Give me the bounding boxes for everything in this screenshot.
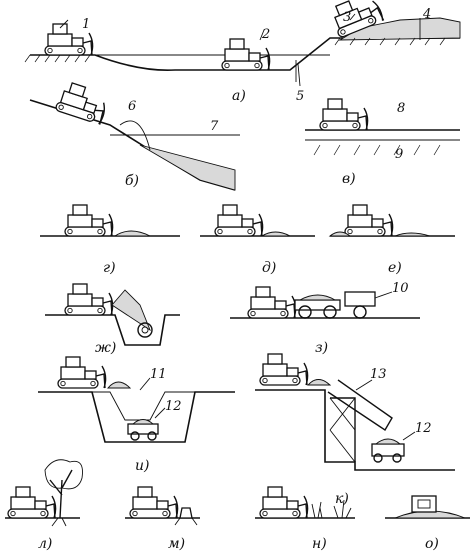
bulldozer-2 — [221, 38, 271, 71]
bulldozer-v — [319, 98, 369, 131]
caption-n: н) — [312, 536, 327, 552]
label-6: 6 — [128, 99, 136, 114]
caption-d: д) — [262, 260, 276, 276]
caption-i: и) — [135, 458, 149, 474]
caption-e: е) — [388, 260, 402, 276]
panel-g: г) — [40, 204, 180, 276]
panel-z: 10 з) — [230, 281, 420, 356]
panel-b: 6 7 б) — [29, 79, 240, 191]
caption-k: к) — [335, 491, 349, 507]
caption-a: а) — [232, 88, 246, 104]
label-13: 13 — [370, 367, 387, 382]
caption-zh: ж) — [95, 340, 116, 356]
panel-m: м) — [125, 486, 200, 552]
panel-v: 8 9 в) — [305, 98, 460, 187]
panel-zh: ж) — [45, 283, 180, 356]
panel-a: 1 2 3 4 5 а) — [24, 0, 461, 104]
label-2: 2 — [261, 27, 270, 42]
label-5: 5 — [296, 89, 304, 104]
caption-v: в) — [342, 171, 356, 187]
label-11: 11 — [150, 367, 167, 382]
caption-b: б) — [125, 173, 139, 189]
panel-d: д) — [200, 204, 315, 276]
label-9: 9 — [395, 147, 403, 162]
label-3: 3 — [343, 10, 351, 25]
label-10: 10 — [392, 281, 409, 296]
panel-n: н) — [255, 486, 355, 552]
caption-l: л) — [38, 536, 52, 552]
caption-m: м) — [168, 536, 185, 552]
panel-k: 13 12 к) — [255, 353, 455, 507]
label-7: 7 — [210, 119, 219, 134]
panel-o: о) — [385, 495, 470, 552]
caption-o: о) — [425, 536, 439, 552]
bulldozer-slope — [54, 79, 111, 126]
caption-z: з) — [315, 340, 328, 356]
caption-g: г) — [103, 260, 116, 276]
panel-l: л) — [5, 459, 83, 552]
label-12b: 12 — [415, 421, 432, 436]
label-1: 1 — [82, 17, 90, 32]
label-8: 8 — [397, 101, 405, 116]
panel-i: 11 12 и) — [38, 356, 235, 474]
label-12: 12 — [165, 399, 182, 414]
panel-e: е) — [328, 204, 455, 276]
label-4: 4 — [422, 7, 431, 22]
